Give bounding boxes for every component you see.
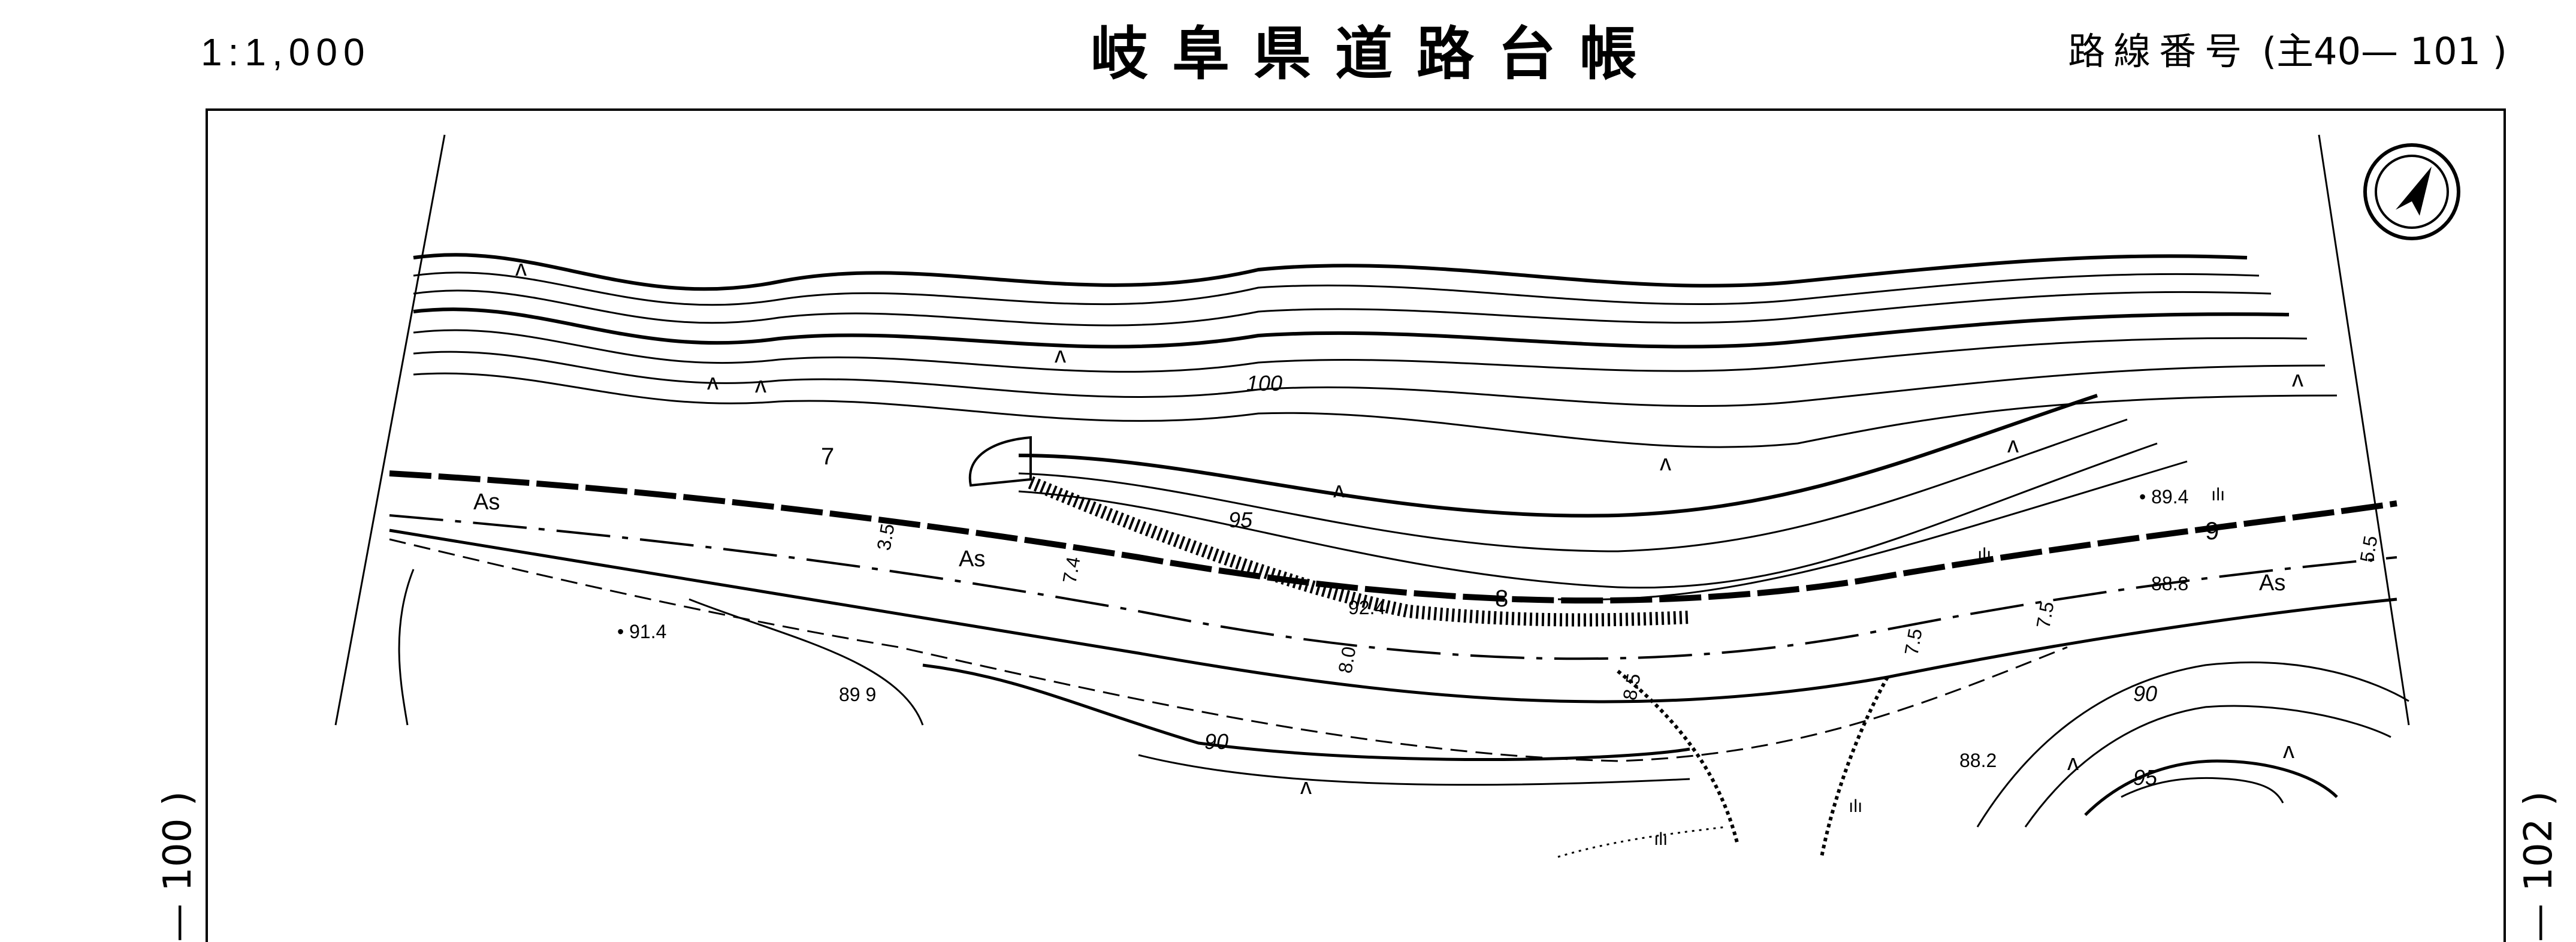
road-lines	[389, 470, 2397, 762]
contour-line	[1018, 442, 2158, 589]
map-frame	[206, 108, 2506, 942]
grass-symbol: ʌ	[1300, 774, 1312, 799]
map-scale: 1:1,000	[201, 31, 371, 74]
contour-label: 95	[2133, 765, 2158, 790]
terrain-line	[922, 663, 1690, 761]
contour-line	[413, 271, 2260, 306]
terrain-line	[1820, 676, 1889, 858]
field-symbol: ılı	[1849, 796, 1862, 816]
retaining-wall	[1028, 476, 1690, 627]
width-labels: 7 3.5 7.4 8 8.0 8.5 7.5 7.5 9 5.5	[821, 443, 2382, 702]
grass-symbol: ʌ	[1333, 478, 1345, 503]
contour-lines	[413, 253, 2338, 601]
grass-symbol: ʌ	[755, 373, 766, 398]
terrain-line	[2024, 705, 2391, 828]
contour-line	[413, 329, 2308, 373]
grass-symbol: ʌ	[1055, 343, 1066, 368]
width-label: 9	[2205, 517, 2219, 545]
map-title: 岐阜県道路台帳	[1091, 20, 1661, 87]
width-label: 8.5	[1618, 672, 1644, 702]
contour-line	[413, 289, 2272, 327]
grass-symbol: ʌ	[2283, 738, 2294, 763]
width-label: 8	[1495, 585, 1508, 612]
width-label: 5.5	[2355, 534, 2381, 564]
terrain-line	[1617, 669, 1740, 846]
terrain-line	[1138, 754, 1690, 786]
spot-height: • 89.4	[2139, 486, 2188, 508]
spot-height: 89 9	[839, 684, 876, 705]
vegetation-symbols: ʌ ʌ ʌ ʌ ʌ ʌ ʌ ʌ ʌ ʌ ʌ ılı ılı ılı ılı	[515, 256, 2303, 849]
width-label: 7.5	[2032, 600, 2058, 630]
route-number-block: 路線番号 (主40— 101 )	[2068, 33, 2507, 70]
grass-symbol: ʌ	[2007, 433, 2019, 458]
width-label: 3.5	[872, 522, 898, 552]
contour-line	[413, 253, 2248, 291]
north-arrow-icon	[2363, 143, 2460, 240]
spot-height: 88.8	[2151, 573, 2188, 594]
contour-line	[1018, 394, 2098, 518]
route-number-value: (主40— 101 )	[2261, 29, 2507, 73]
width-label: 8.0	[1334, 645, 1360, 675]
spot-height: • 91.4	[617, 621, 666, 642]
field-symbol: ılı	[1654, 829, 1668, 849]
grass-symbol: ʌ	[2292, 367, 2303, 392]
terrain-line	[398, 569, 415, 726]
grass-symbol: ʌ	[2067, 750, 2079, 775]
route-number-label: 路線番号	[2068, 29, 2251, 73]
contour-line	[413, 351, 2326, 407]
pavement-label: As	[473, 490, 500, 515]
spot-height: 92.4	[1348, 597, 1385, 618]
terrain-line	[688, 598, 924, 726]
grass-symbol: ʌ	[707, 370, 718, 395]
pavement-labels: As As As	[473, 490, 2285, 596]
spot-height: 88.2	[1959, 750, 1997, 771]
spot-heights: • 91.4 89 9 92.4 • 89.4 88.8 88.2	[617, 486, 2188, 771]
field-symbol: ılı	[1977, 545, 1991, 564]
width-label: 7	[821, 443, 834, 470]
road-edge-outer	[389, 538, 2068, 762]
terrain-line	[2121, 777, 2284, 804]
grass-symbol: ʌ	[515, 256, 527, 281]
pavement-label: As	[959, 547, 985, 572]
pavement-label: As	[2259, 570, 2285, 596]
contour-line	[1018, 418, 2128, 552]
terrain-line	[1976, 661, 2409, 828]
terrain-lines	[398, 569, 2409, 858]
road-center-line	[389, 514, 2397, 660]
grass-symbol: ʌ	[1660, 451, 1671, 476]
contour-line	[413, 307, 2290, 349]
terrain-line	[1557, 826, 1726, 858]
contour-label: 90	[1204, 729, 1228, 754]
road-edge-south	[389, 529, 2397, 704]
contour-label: 90	[2133, 681, 2157, 706]
contour-label: 95	[1228, 508, 1253, 532]
contour-line	[413, 372, 2338, 448]
retaining-wall-cap	[968, 436, 1032, 487]
road-edge-north	[389, 470, 2397, 604]
sheet-boundary-left	[334, 134, 446, 726]
terrain-line	[2084, 759, 2338, 816]
width-label: 7.4	[1058, 555, 1084, 585]
contour-label: 100	[1246, 371, 1282, 395]
contour-labels: 100 95 90 90 95	[1204, 371, 2158, 790]
width-label: 7.5	[1900, 627, 1926, 657]
field-symbol: ılı	[2211, 485, 2225, 505]
sheet-boundary-right	[2318, 134, 2410, 726]
